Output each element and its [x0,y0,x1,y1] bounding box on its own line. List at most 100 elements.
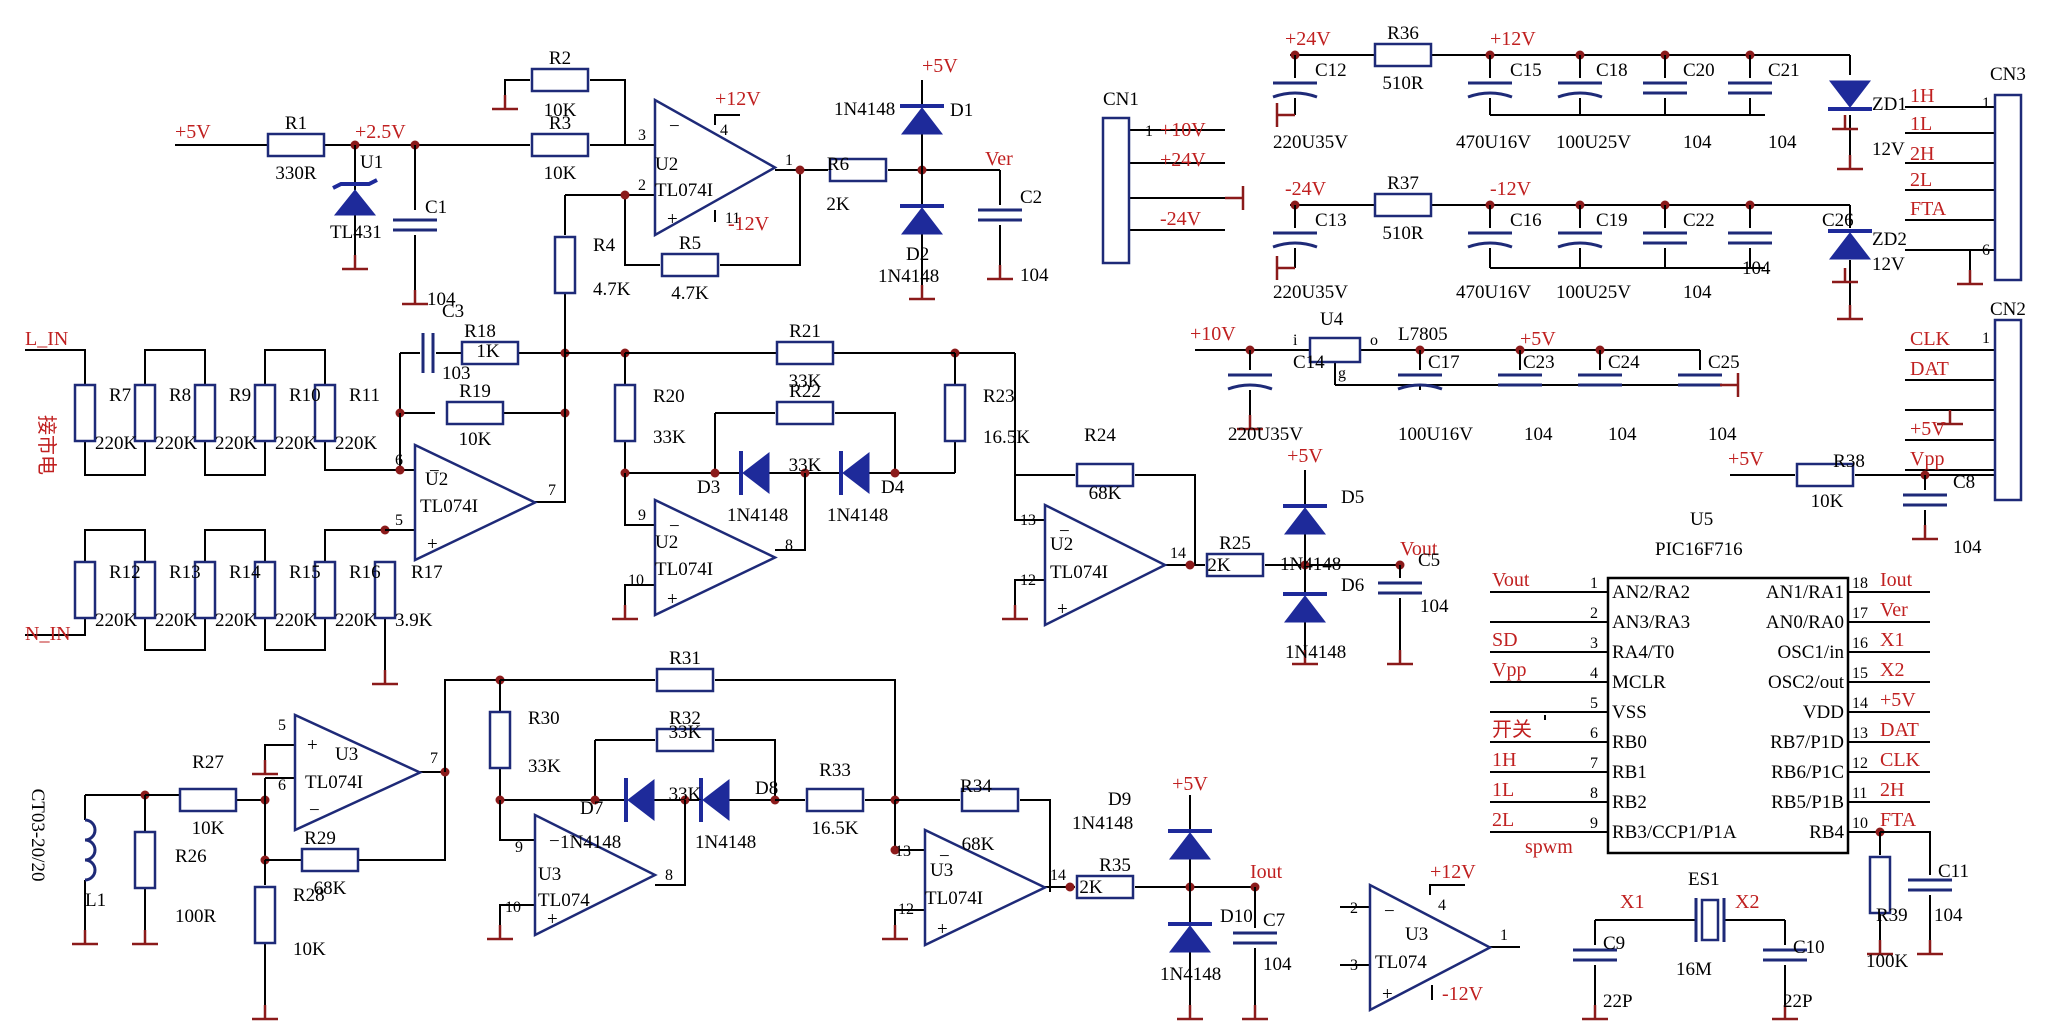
pin-label: 1 [1500,927,1508,944]
diode-body [1168,832,1212,860]
resistor-ref: R4 [593,235,616,256]
rail-plus12v: +12V [715,88,761,110]
mcu-pin-number: 13 [1852,725,1868,742]
u3x-type: TL074 [1375,952,1427,973]
resistor-value: 510R [1382,223,1424,244]
resistor-ref: R30 [528,708,560,729]
rail-plus5v-d1: +5V [922,55,958,77]
ground-symbol [1832,115,1858,131]
pin-label: 14 [1170,545,1186,562]
capacitor-value: 470U16V [1456,282,1531,303]
pin-label: 5 [278,717,286,734]
capacitor-ref: C8 [1953,472,1975,493]
wire [835,412,896,473]
wire [894,909,925,925]
mcu-net-label: +5V [1880,689,1916,711]
resistor-r36 [1373,42,1433,68]
mcu-net-label: DAT [1880,719,1919,741]
capacitor-c2 [978,208,1022,222]
diode-d4 [839,451,870,495]
wire [358,772,446,861]
opamp-minus-sign: − [939,846,950,867]
mcu-pin-number: 4 [1590,665,1598,682]
wire [775,473,806,551]
cn2-pin-label: DAT [1910,358,1949,380]
capacitor-c10 [1763,948,1807,962]
capacitor-ref: C15 [1510,60,1542,81]
resistor-ref: R8 [169,385,191,406]
inductor-l1 [84,818,97,882]
resistor-r1 [266,132,326,158]
capacitor-c1 [393,218,437,232]
mcu-pin-name: VDD [1803,702,1844,723]
mcu-net-label: FTA [1880,809,1917,831]
capacitor-c24 [1578,373,1622,387]
capacitor-c18 [1557,81,1603,99]
rail-minus12v-u3: -12V [1442,983,1484,1005]
resistor-r22 [775,400,835,426]
diode-ref: D3 [697,477,720,498]
mcu-net-label: X1 [1880,629,1904,651]
pin-label: 7 [548,482,556,499]
resistor-r9 [193,383,217,443]
mcu-net-label: Iout [1880,569,1913,591]
cap-plate-curved [1227,383,1273,391]
diode-ref: D9 [1108,789,1131,810]
diode-value: 1N4148 [878,266,939,287]
rail-plus5v-d9: +5V [1172,773,1208,795]
wire [144,618,206,651]
pin-label: 3 [1350,957,1358,974]
capacitor-c26 [1728,231,1772,245]
wire [624,195,660,266]
rail-minus24v-b: -24V [1285,178,1327,200]
ground-symbol [1837,305,1863,321]
ground-symbol [372,670,398,686]
resistor-r4 [553,235,577,295]
resistor-r3 [530,132,590,158]
wire [264,349,326,385]
wire [264,618,326,651]
diode-d2 [900,204,944,235]
resistor-r2 [530,67,590,93]
mcu-pin-number: 7 [1590,755,1598,772]
mcu-pin-number: 2 [1590,605,1598,622]
diode-value: 12V [1872,254,1905,275]
rail-plus24v-b: +24V [1285,28,1331,50]
ground-symbol [1867,940,1893,956]
junction-dot [890,468,900,478]
capacitor-ref: C20 [1683,60,1715,81]
resistor-r24 [1075,462,1135,488]
resistor-value: 2K [826,194,850,215]
diode-d3 [739,451,770,495]
mcu-pin-name: RB4 [1809,822,1844,843]
u2d-type: TL074I [1050,562,1108,583]
es1-value: 16M [1676,959,1712,980]
opamp-minus-sign: − [429,461,440,482]
mcu-pin-name: RB5/P1B [1771,792,1844,813]
capacitor-ref: C14 [1293,352,1325,373]
capacitor-ref: C23 [1523,352,1555,373]
resistor-value: 33K [789,371,822,392]
resistor-r14 [193,560,217,620]
resistor-r21 [775,340,835,366]
resistor-ref: R31 [669,648,701,669]
wire [399,353,435,414]
diode-zd1 [1828,80,1872,111]
wire [655,800,686,886]
capacitor-value: 104 [1708,424,1737,445]
resistor-ref: R13 [169,562,201,583]
diode-value: 1N4148 [560,832,621,853]
pin-label: 12 [1020,572,1036,589]
cn1-pin-label: +24V [1160,149,1206,171]
resistor-r20 [613,383,637,443]
spwm-label: spwm [1525,836,1573,858]
resistor-value: 220K [335,610,378,631]
wire [504,79,530,95]
pin-label: 10 [628,572,644,589]
resistor-r12 [73,560,97,620]
pin-label: 10 [505,899,521,916]
net-vout: Vout [1400,538,1438,560]
junction-dot [395,465,405,475]
ground-symbol [1237,415,1263,431]
ground-symbol [1832,268,1858,284]
